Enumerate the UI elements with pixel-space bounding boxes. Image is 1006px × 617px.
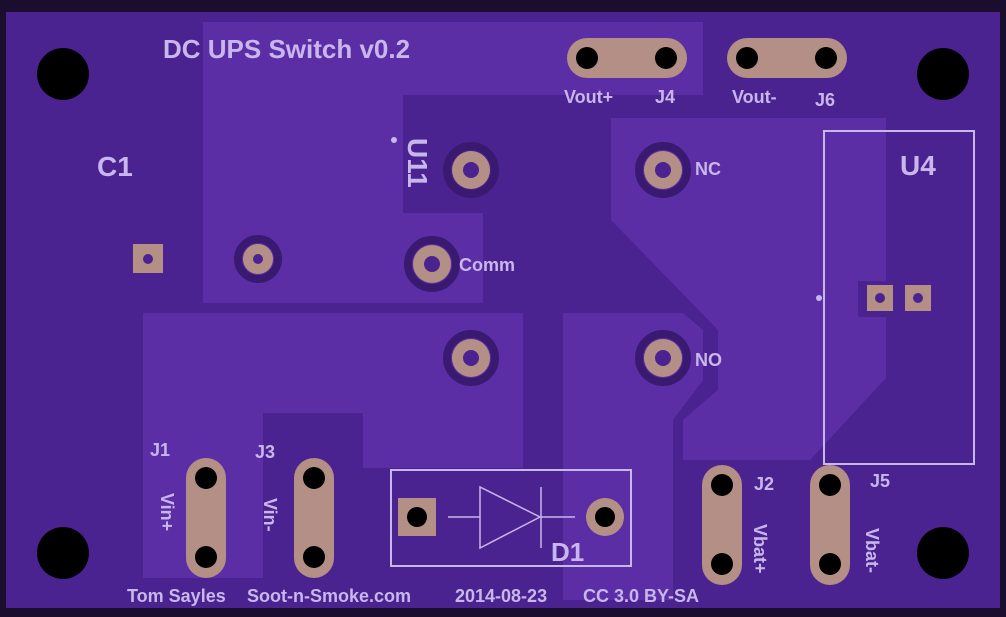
mounting-hole-icon (917, 527, 969, 579)
connector-j3-icon (294, 458, 334, 578)
u4-outline-icon (823, 130, 975, 465)
header-connectors-bottom (186, 458, 850, 585)
label-d1: D1 (551, 537, 584, 567)
drill-icon (195, 467, 217, 489)
drill-icon (576, 47, 598, 69)
pour-right-relay (611, 118, 886, 460)
mounting-holes (37, 48, 969, 579)
label-c1: C1 (97, 151, 133, 182)
drill-icon (303, 467, 325, 489)
mounting-hole-icon (37, 527, 89, 579)
drill-icon (463, 350, 479, 366)
drill-icon (711, 553, 733, 575)
drill-icon (913, 293, 923, 303)
drill-icon (655, 350, 671, 366)
drill-icon (424, 256, 440, 272)
mounting-hole-icon (37, 48, 89, 100)
drill-icon (143, 254, 153, 264)
drill-icon (815, 47, 837, 69)
mounting-hole-icon (917, 48, 969, 100)
label-u4: U4 (900, 150, 936, 181)
diode-outline-icon (390, 469, 632, 567)
c1-pads (133, 244, 273, 274)
label-vbat-minus: Vbat- (862, 528, 882, 573)
drill-icon (711, 474, 733, 496)
drill-icon (407, 507, 427, 527)
connector-j6-icon (727, 38, 847, 78)
connector-j4-icon (567, 38, 687, 78)
drill-icon (595, 507, 615, 527)
label-j6: J6 (815, 90, 835, 110)
drill-icon (819, 474, 841, 496)
label-vout-minus: Vout- (732, 87, 777, 107)
relay-u11-pads (391, 137, 682, 377)
label-j4: J4 (655, 87, 675, 107)
connector-j2-icon (702, 465, 742, 585)
diode-symbol-icon (479, 485, 542, 550)
label-vin-minus: Vin- (260, 498, 280, 532)
pin1-dot-icon (391, 137, 397, 143)
footer-date: 2014-08-23 (455, 586, 547, 606)
header-connectors-top (567, 38, 847, 78)
label-j2: J2 (754, 474, 774, 494)
label-j5: J5 (870, 471, 890, 491)
drill-icon (195, 546, 217, 568)
label-j1: J1 (150, 440, 170, 460)
label-vin-plus: Vin+ (157, 493, 177, 531)
pin1-dot-icon (816, 295, 822, 301)
drill-icon (303, 546, 325, 568)
footer-site: Soot-n-Smoke.com (247, 586, 411, 606)
drill-icon (875, 293, 885, 303)
label-vout-plus: Vout+ (564, 87, 613, 107)
label-no: NO (695, 350, 722, 370)
label-u11: U11 (402, 138, 433, 188)
footer-license: CC 3.0 BY-SA (583, 586, 699, 606)
drill-icon (655, 162, 671, 178)
connector-j1-icon (186, 458, 226, 578)
module-u4 (816, 130, 975, 465)
drill-icon (253, 254, 263, 264)
drill-icon (819, 553, 841, 575)
label-j3: J3 (255, 442, 275, 462)
label-vbat-plus: Vbat+ (750, 524, 770, 574)
drill-icon (736, 47, 758, 69)
thermal-reliefs (234, 142, 691, 386)
footer-author: Tom Sayles (127, 586, 226, 606)
label-nc: NC (695, 159, 721, 179)
copper-pours (143, 22, 886, 600)
connector-j5-icon (810, 465, 850, 585)
diode-d1 (390, 469, 632, 567)
label-comm: Comm (459, 255, 515, 275)
drill-icon (655, 47, 677, 69)
board-title: DC UPS Switch v0.2 (163, 34, 410, 64)
drill-icon (463, 162, 479, 178)
